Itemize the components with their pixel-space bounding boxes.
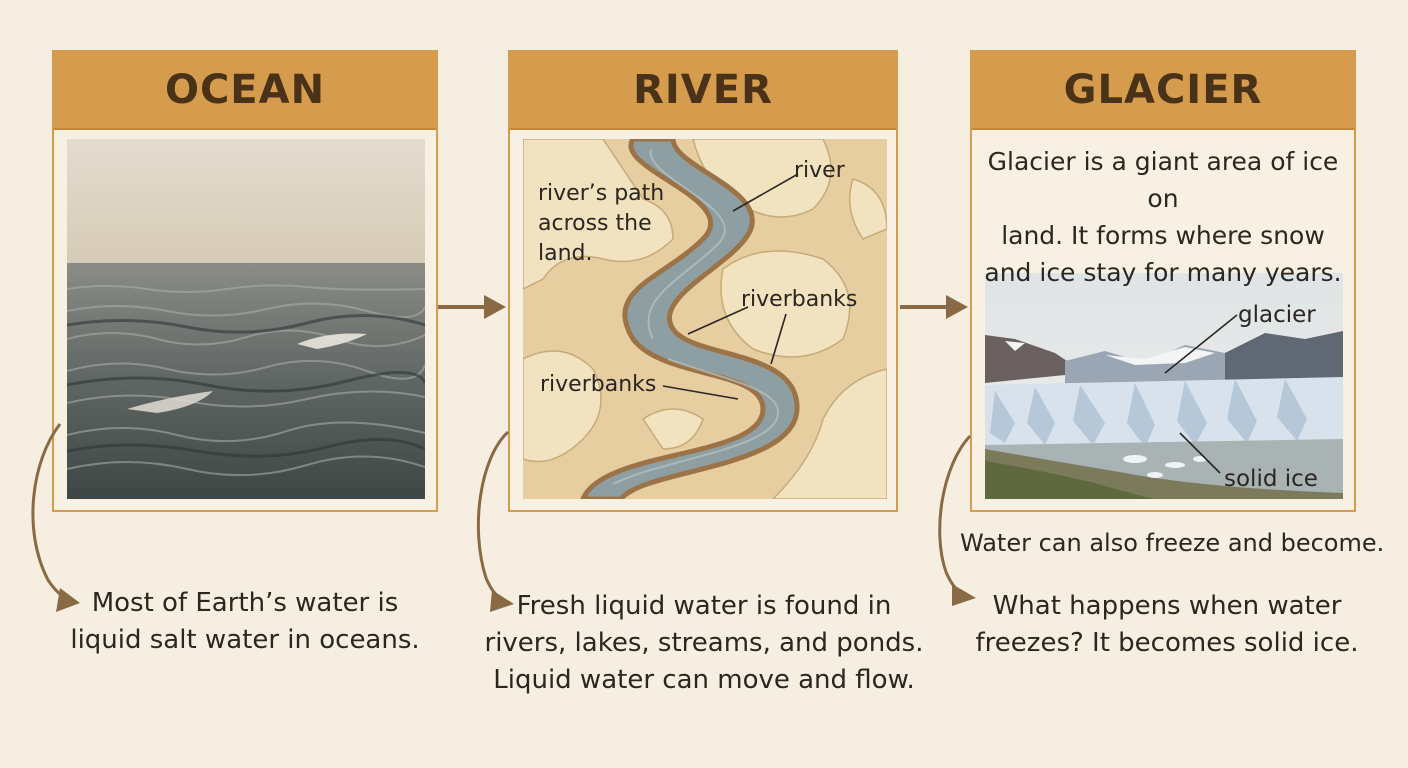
arrow-right-icon	[484, 295, 506, 319]
solid-ice-leader-line	[1179, 432, 1221, 474]
glacier-caption: What happens when water freezes? It beco…	[960, 588, 1374, 662]
riverbanks-leader-line-3	[662, 385, 739, 400]
glacier-title: GLACIER	[972, 52, 1354, 130]
ocean-curved-arrow	[31, 423, 80, 612]
ocean-caption: Most of Earth’s water is liquid salt wat…	[60, 585, 430, 659]
river-path-label-line: land.	[538, 241, 593, 266]
ocean-illustration	[67, 139, 425, 499]
riverbanks-label-right: riverbanks	[741, 287, 858, 312]
riverbanks-label-left: riverbanks	[540, 372, 657, 397]
riverbanks-leader-line-1	[687, 306, 749, 335]
river-path-label: river’s path across the land.	[538, 179, 664, 269]
curved-arrow-icon	[31, 423, 71, 602]
river-caption: Fresh liquid water is found in rivers, l…	[484, 588, 924, 699]
ocean-panel: OCEAN	[52, 50, 438, 512]
river-illustration	[523, 139, 887, 499]
glacier-caption-line: freezes? It becomes solid ice.	[975, 628, 1359, 658]
river-caption-line: Fresh liquid water is found in	[516, 591, 892, 621]
river-caption-line: rivers, lakes, streams, and ponds.	[484, 628, 924, 658]
glacier-illustration	[985, 273, 1343, 499]
ocean-to-river-arrow	[438, 295, 506, 319]
curved-arrow-icon	[938, 434, 972, 596]
river-label: river	[794, 158, 845, 183]
glacier-leader-line	[1164, 314, 1238, 374]
river-panel: RIVER river’s path across the land. rive…	[508, 50, 898, 512]
river-leader-line	[732, 173, 799, 212]
glacier-description-line: and ice stay for many years.	[984, 258, 1342, 287]
arrow-right-icon	[946, 295, 968, 319]
glacier-caption-line: What happens when water	[992, 591, 1342, 621]
ocean-caption-line: Most of Earth’s water is	[91, 588, 399, 618]
river-to-glacier-arrow	[900, 295, 968, 319]
river-path-label-line: river’s path	[538, 181, 665, 206]
ocean-caption-line: liquid salt water in oceans.	[70, 625, 420, 655]
river-path-label-line: across the	[538, 211, 652, 236]
glacier-description-line: Glacier is a giant area of ice on	[987, 147, 1339, 213]
river-caption-line: Liquid water can move and flow.	[493, 665, 915, 695]
glacier-panel: GLACIER	[970, 50, 1356, 512]
glacier-label: glacier	[1238, 302, 1316, 328]
river-title: RIVER	[510, 52, 896, 130]
glacier-curved-arrow	[938, 434, 976, 606]
solid-ice-label: solid ice	[1224, 466, 1318, 492]
curved-arrow-icon	[476, 430, 510, 602]
glacier-note: Water can also freeze and become.	[960, 529, 1385, 557]
glacier-description-line: land. It forms where snow	[1001, 221, 1325, 250]
ocean-title: OCEAN	[54, 52, 436, 130]
river-curved-arrow	[476, 430, 514, 612]
glacier-description: Glacier is a giant area of ice on land. …	[972, 143, 1354, 291]
riverbanks-leader-line-2	[770, 313, 787, 365]
